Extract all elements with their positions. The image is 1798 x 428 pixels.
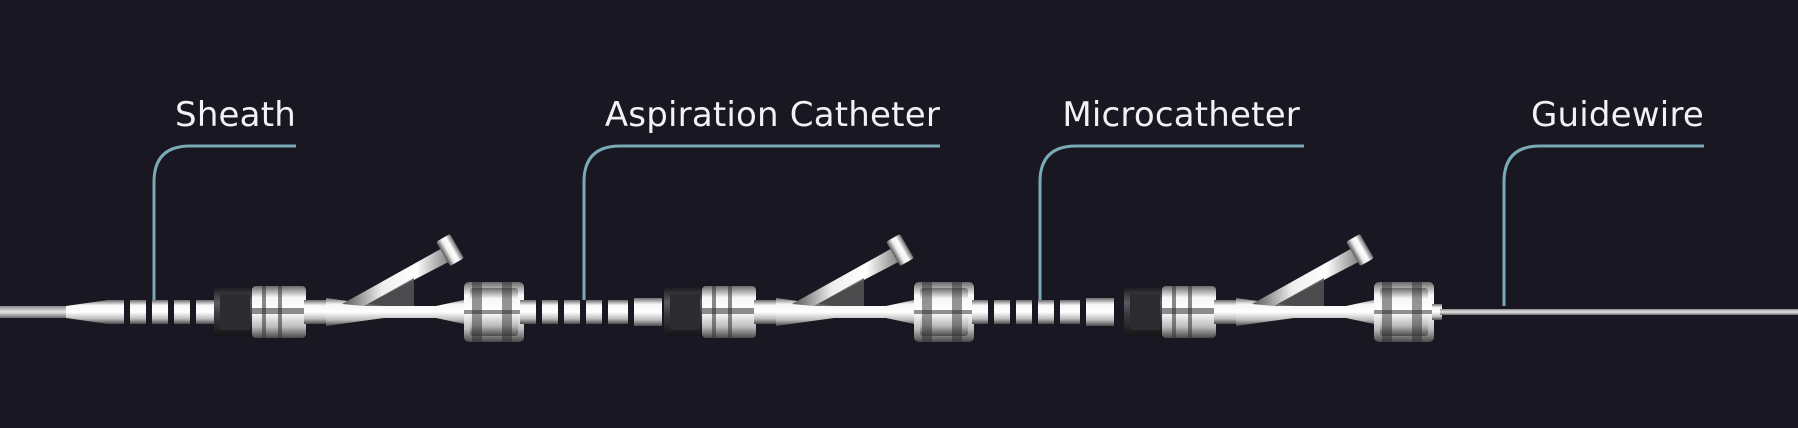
sheath-taper [66, 300, 108, 324]
microcatheter-segments [972, 298, 1114, 326]
aspiration-catheter-hub [664, 233, 974, 342]
callout-lines [152, 144, 1704, 306]
aspiration-catheter-segments [520, 298, 662, 326]
label-guidewire: Guidewire [1530, 95, 1704, 135]
label-microcatheter: Microcatheter [1062, 95, 1300, 135]
callout-line-microcatheter [1038, 144, 1304, 300]
label-sheath: Sheath [175, 95, 296, 135]
callout-line-aspiration-catheter [582, 144, 940, 300]
callout-line-sheath [152, 144, 296, 300]
guidewire [1440, 309, 1798, 315]
microcatheter-hub [1124, 233, 1434, 342]
guidewire-tip-collar [1432, 304, 1442, 320]
sheath-tube [0, 306, 70, 318]
callout-line-guidewire [1502, 144, 1704, 306]
sheath-hub [214, 233, 524, 342]
label-aspiration-catheter: Aspiration Catheter [604, 95, 940, 135]
